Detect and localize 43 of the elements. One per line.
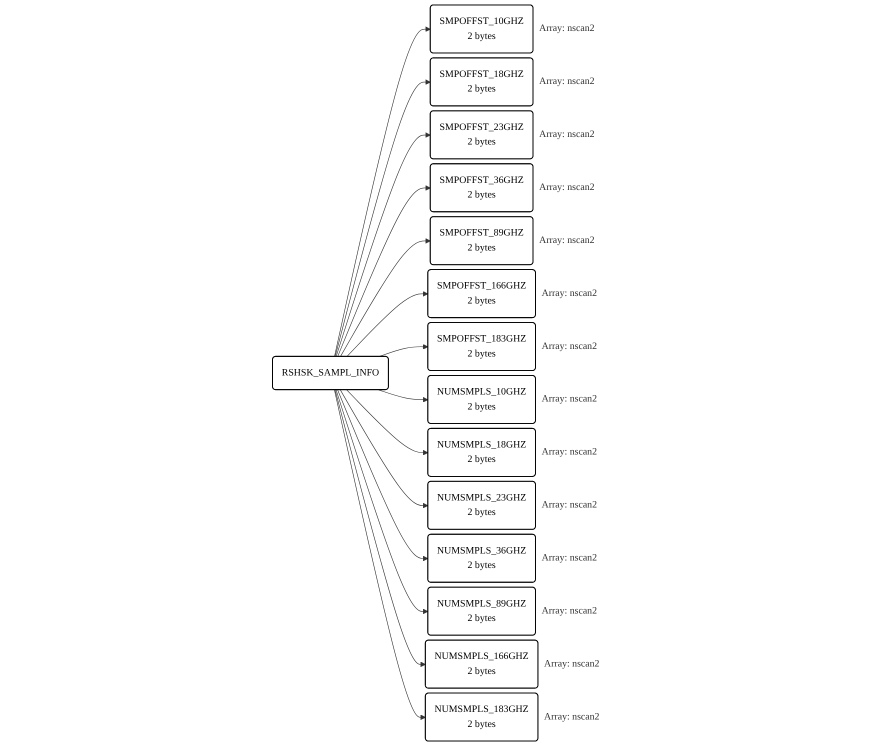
- arrow: [340, 390, 428, 508]
- arrow: [337, 185, 431, 357]
- arrow: [346, 390, 428, 456]
- arrow: [334, 390, 426, 720]
- field-box: NUMSMPLS_89GHZ 2 bytes: [427, 586, 536, 636]
- arrow: [337, 390, 428, 562]
- field-box: SMPOFFST_89GHZ 2 bytes: [430, 216, 534, 266]
- array-note: Array: nscan2: [539, 23, 595, 34]
- field-box: NUMSMPLS_18GHZ 2 bytes: [427, 428, 536, 477]
- field-box: SMPOFFST_18GHZ 2 bytes: [430, 57, 534, 106]
- arrow: [378, 390, 428, 402]
- arrow: [336, 390, 428, 614]
- arrow: [346, 291, 428, 357]
- array-note: Array: nscan2: [542, 446, 598, 458]
- field-box: NUMSMPLS_166GHZ 2 bytes: [424, 640, 538, 689]
- array-note: Array: nscan2: [539, 76, 595, 88]
- arrow: [334, 79, 431, 357]
- array-note: Array: nscan2: [539, 129, 595, 140]
- arrow: [334, 390, 426, 668]
- arrow: [340, 238, 431, 357]
- arrow: [378, 344, 428, 357]
- array-note: Array: nscan2: [544, 658, 600, 670]
- field-box: SMPOFFST_10GHZ 2 bytes: [430, 4, 534, 54]
- field-box: SMPOFFST_183GHZ 2 bytes: [427, 322, 536, 371]
- array-note: Array: nscan2: [542, 394, 598, 405]
- array-note: Array: nscan2: [542, 288, 598, 299]
- arrow: [334, 26, 431, 357]
- arrow: [336, 132, 431, 357]
- array-note: Array: nscan2: [539, 182, 595, 193]
- field-box: NUMSMPLS_183GHZ 2 bytes: [424, 692, 538, 742]
- record-node: RSHSK_SAMPL_INFO: [272, 356, 389, 390]
- array-note: Array: nscan2: [542, 552, 598, 564]
- field-box: NUMSMPLS_36GHZ 2 bytes: [427, 534, 536, 583]
- array-note: Array: nscan2: [542, 605, 598, 616]
- array-note: Array: nscan2: [542, 340, 598, 352]
- field-box: NUMSMPLS_23GHZ 2 bytes: [427, 480, 536, 530]
- field-box: SMPOFFST_23GHZ 2 bytes: [430, 110, 534, 160]
- field-box: SMPOFFST_36GHZ 2 bytes: [430, 163, 534, 212]
- array-note: Array: nscan2: [539, 234, 595, 246]
- array-note: Array: nscan2: [542, 500, 598, 511]
- field-box: SMPOFFST_166GHZ 2 bytes: [427, 269, 536, 318]
- array-note: Array: nscan2: [544, 711, 600, 722]
- field-box: NUMSMPLS_10GHZ 2 bytes: [427, 375, 536, 424]
